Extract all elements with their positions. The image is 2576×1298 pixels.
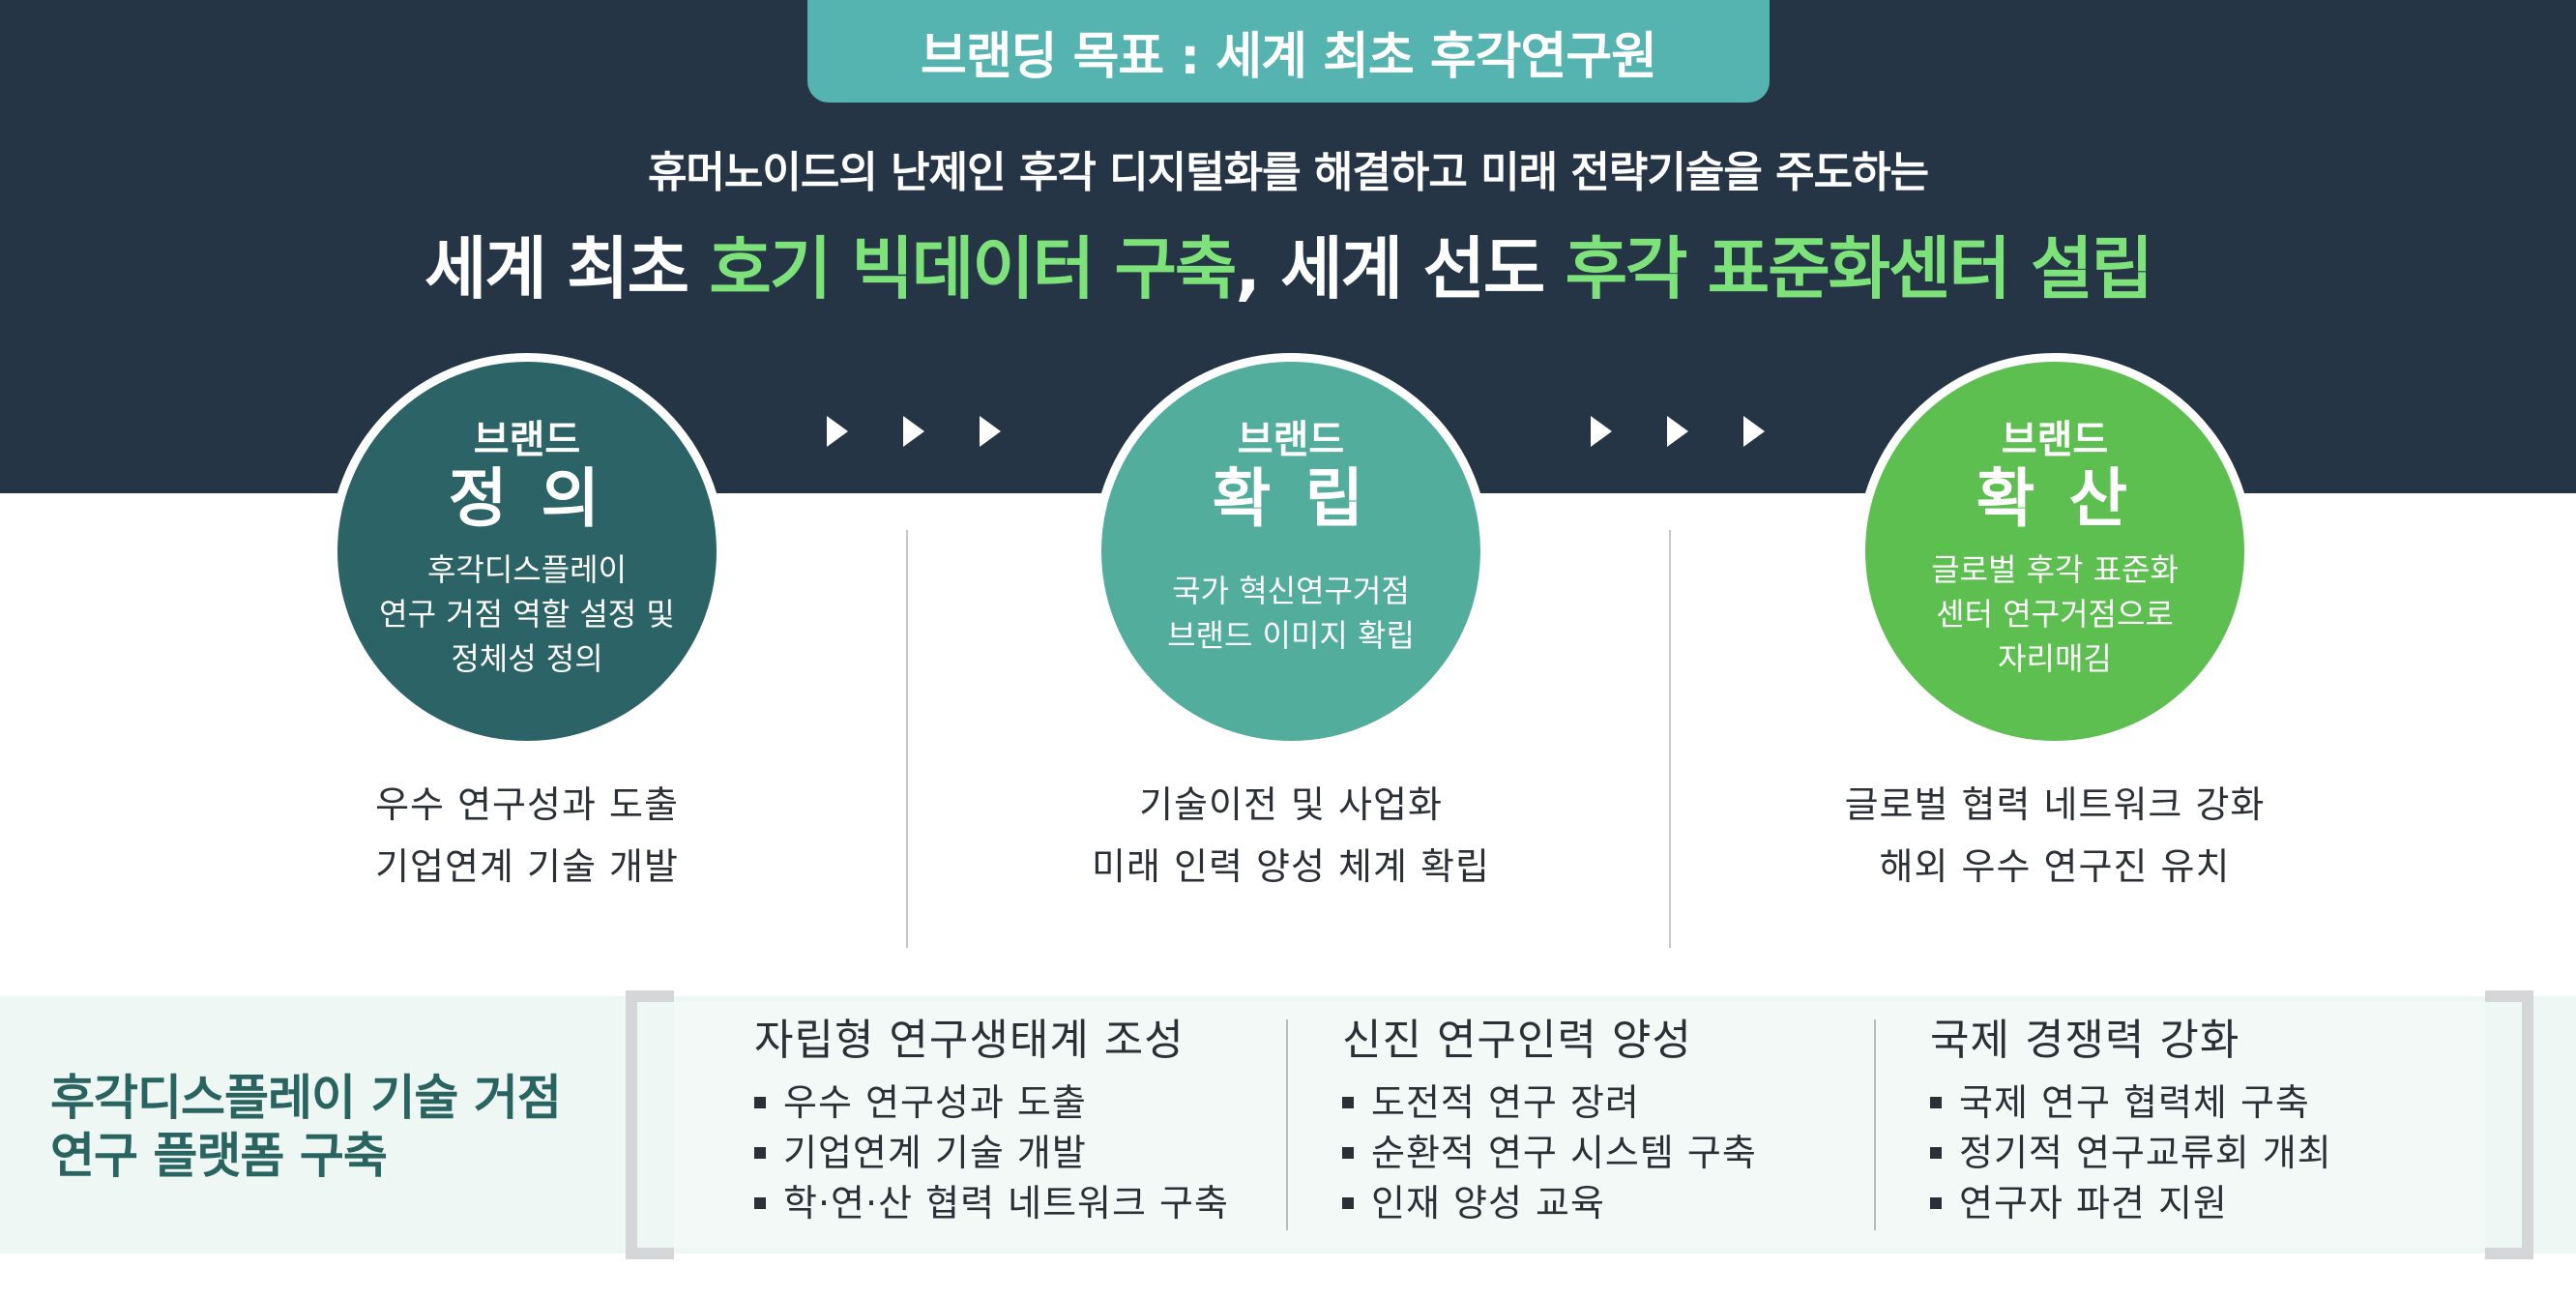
stage-description: 국가 혁신연구거점 브랜드 이미지 확립: [1167, 569, 1415, 658]
list-item-text: 정기적 연구교류회 개최: [1959, 1132, 2332, 1174]
stage-desc-line: 정체성 정의: [451, 640, 603, 677]
stage-divider: [1669, 530, 1671, 948]
stage-circle-define: 브랜드 정 의 후각디스플레이 연구 거점 역할 설정 및 정체성 정의: [329, 353, 725, 750]
stage-label: 브랜드: [1237, 418, 1345, 462]
stage-label: 브랜드: [473, 418, 581, 462]
bullet-square-icon: [754, 1147, 766, 1159]
stage-desc-line: 글로벌 후각 표준화: [1931, 551, 2179, 588]
stage-title: 확 산: [1976, 461, 2134, 536]
list-item: 정기적 연구교류회 개최: [1930, 1128, 2472, 1178]
arrow-right-icon: [980, 416, 1001, 447]
platform-title-line: 후각디스플레이 기술 거점: [50, 1070, 562, 1126]
headline-part-2: , 세계 선도: [1235, 229, 1566, 309]
platform-column-heading: 국제 경쟁력 강화: [1930, 1016, 2240, 1065]
arrow-right-icon: [1743, 416, 1765, 447]
platform-column-heading: 신진 연구인력 양성: [1342, 1016, 1692, 1065]
list-item: 기업연계 기술 개발: [754, 1128, 1296, 1178]
stage-outcome-item: 기업연계 기술 개발: [375, 845, 679, 888]
list-item-text: 우수 연구성과 도출: [783, 1081, 1087, 1124]
stage-title: 정 의: [448, 461, 606, 536]
stage-description: 후각디스플레이 연구 거점 역할 설정 및 정체성 정의: [379, 547, 675, 681]
headline-part-1: 세계 최초: [424, 229, 710, 309]
column-divider: [1286, 1019, 1288, 1230]
list-item-text: 학·연·산 협력 네트워크 구축: [783, 1182, 1229, 1224]
bracket-left: [626, 990, 674, 1259]
list-item-text: 기업연계 기술 개발: [783, 1132, 1087, 1174]
list-item: 학·연·산 협력 네트워크 구축: [754, 1178, 1296, 1228]
stage-outcome-item: 해외 우수 연구진 유치: [1879, 845, 2231, 888]
stage-title: 확 립: [1212, 461, 1370, 536]
platform-column-list: 국제 연구 협력체 구축 정기적 연구교류회 개최 연구자 파견 지원: [1930, 1077, 2472, 1228]
stage-description: 글로벌 후각 표준화 센터 연구거점으로 자리매김: [1931, 547, 2179, 681]
bullet-square-icon: [1342, 1097, 1354, 1108]
list-item-text: 순환적 연구 시스템 구축: [1371, 1132, 1757, 1174]
platform-column-list: 우수 연구성과 도출 기업연계 기술 개발 학·연·산 협력 네트워크 구축: [754, 1077, 1296, 1228]
headline-highlight-1: 호기 빅데이터 구축: [709, 229, 1237, 309]
bullet-square-icon: [1930, 1147, 1942, 1159]
stage-desc-line: 후각디스플레이: [426, 551, 628, 588]
stage-desc-line: 센터 연구거점으로: [1936, 596, 2174, 633]
platform-column: 신진 연구인력 양성 도전적 연구 장려 순환적 연구 시스템 구축 인재 양성…: [1342, 1014, 1884, 1228]
arrow-right-icon: [1591, 416, 1612, 447]
platform-column-heading: 자립형 연구생태계 조성: [754, 1016, 1185, 1065]
list-item-text: 연구자 파견 지원: [1959, 1182, 2228, 1224]
stage-label: 브랜드: [2001, 418, 2109, 462]
arrow-group-1: [827, 416, 1001, 455]
stage-outcomes: 기술이전 및 사업화 미래 인력 양성 체계 확립: [1001, 774, 1581, 898]
list-item-text: 인재 양성 교육: [1371, 1182, 1605, 1224]
stage-outcome-item: 글로벌 협력 네트워크 강화: [1844, 783, 2266, 826]
bullet-square-icon: [1930, 1097, 1942, 1108]
stage-circle-expand: 브랜드 확 산 글로벌 후각 표준화 센터 연구거점으로 자리매김: [1857, 353, 2253, 750]
stage-outcomes: 글로벌 협력 네트워크 강화 해외 우수 연구진 유치: [1765, 774, 2345, 898]
branding-goal-banner: 브랜딩 목표 : 세계 최초 후각연구원: [807, 0, 1770, 103]
stage-desc-line: 자리매김: [1998, 640, 2112, 677]
headline-highlight-2: 후각 표준화센터 설립: [1565, 229, 2153, 309]
arrow-right-icon: [903, 416, 924, 447]
arrow-right-icon: [827, 416, 848, 447]
bracket-right: [2485, 990, 2533, 1259]
stage-circle-establish: 브랜드 확 립 국가 혁신연구거점 브랜드 이미지 확립: [1093, 353, 1489, 750]
bullet-square-icon: [754, 1097, 766, 1108]
list-item: 순환적 연구 시스템 구축: [1342, 1128, 1884, 1178]
stage-desc-line: 연구 거점 역할 설정 및: [379, 596, 675, 633]
list-item: 도전적 연구 장려: [1342, 1077, 1884, 1128]
platform-column-list: 도전적 연구 장려 순환적 연구 시스템 구축 인재 양성 교육: [1342, 1077, 1884, 1228]
list-item-text: 도전적 연구 장려: [1371, 1081, 1640, 1124]
platform-title: 후각디스플레이 기술 거점 연구 플랫폼 구축: [50, 1069, 611, 1185]
stage-divider: [906, 530, 908, 948]
list-item: 우수 연구성과 도출: [754, 1077, 1296, 1128]
arrow-group-2: [1591, 416, 1765, 455]
stage-desc-line: 브랜드 이미지 확립: [1167, 617, 1415, 654]
stage-outcomes: 우수 연구성과 도출 기업연계 기술 개발: [237, 774, 817, 898]
intro-headline: 세계 최초 호기 빅데이터 구축, 세계 선도 후각 표준화센터 설립: [0, 215, 2576, 312]
platform-panel: [674, 1002, 2485, 1248]
list-item: 연구자 파견 지원: [1930, 1178, 2472, 1228]
bullet-square-icon: [1930, 1197, 1942, 1209]
stage-outcome-item: 미래 인력 양성 체계 확립: [1092, 845, 1490, 888]
bullet-square-icon: [1342, 1147, 1354, 1159]
stage-outcome-item: 기술이전 및 사업화: [1139, 783, 1443, 826]
bullet-square-icon: [754, 1197, 766, 1209]
bullet-square-icon: [1342, 1197, 1354, 1209]
platform-column: 자립형 연구생태계 조성 우수 연구성과 도출 기업연계 기술 개발 학·연·산…: [754, 1014, 1296, 1228]
platform-column: 국제 경쟁력 강화 국제 연구 협력체 구축 정기적 연구교류회 개최 연구자 …: [1930, 1014, 2472, 1228]
column-divider: [1874, 1019, 1876, 1230]
stage-desc-line: 국가 혁신연구거점: [1172, 573, 1410, 609]
list-item: 국제 연구 협력체 구축: [1930, 1077, 2472, 1128]
platform-title-line: 연구 플랫폼 구축: [50, 1128, 388, 1184]
stage-outcome-item: 우수 연구성과 도출: [375, 783, 679, 826]
list-item: 인재 양성 교육: [1342, 1178, 1884, 1228]
list-item-text: 국제 연구 협력체 구축: [1959, 1081, 2310, 1124]
intro-subtitle: 휴머노이드의 난제인 후각 디지털화를 해결하고 미래 전략기술을 주도하는: [647, 148, 1929, 197]
arrow-right-icon: [1667, 416, 1688, 447]
